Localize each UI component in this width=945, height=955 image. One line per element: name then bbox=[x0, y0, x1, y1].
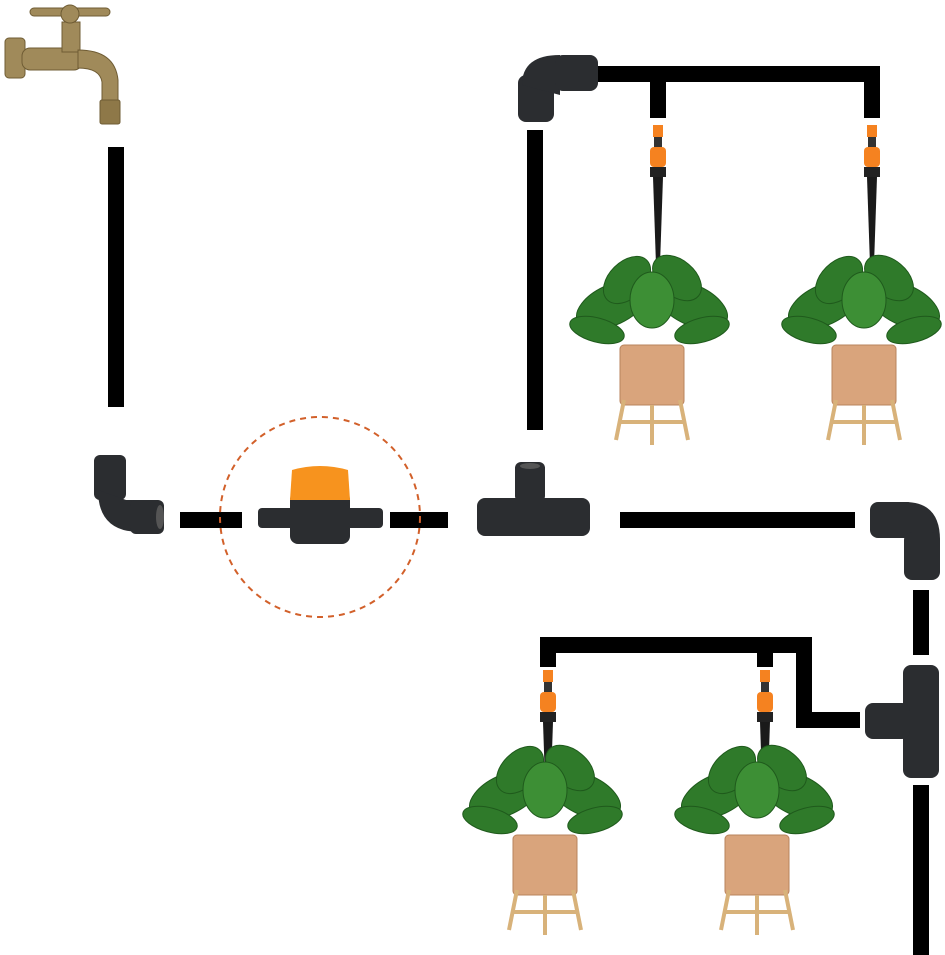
elbow-connector-icon bbox=[518, 55, 598, 122]
tube-segment bbox=[620, 512, 855, 528]
tube-segment bbox=[913, 590, 929, 655]
shutoff-valve-icon bbox=[258, 466, 383, 544]
potted-plant-icon bbox=[776, 244, 945, 447]
tube-segment bbox=[527, 130, 543, 430]
highlight-circle bbox=[219, 416, 421, 618]
tube-segment bbox=[796, 637, 812, 728]
tee-connector-icon bbox=[865, 665, 939, 778]
tube-segment bbox=[650, 66, 666, 118]
tube-segment bbox=[757, 637, 773, 667]
tube-segment bbox=[540, 637, 812, 653]
potted-plant-icon bbox=[564, 244, 737, 447]
dripper-icon bbox=[650, 125, 666, 265]
tube-segment bbox=[913, 785, 929, 955]
potted-plant-icon bbox=[457, 734, 630, 937]
tube-segment bbox=[864, 66, 880, 118]
potted-plant-icon bbox=[669, 734, 842, 937]
elbow-connector-icon bbox=[94, 455, 164, 534]
tube-segment bbox=[180, 512, 242, 528]
tube-segment bbox=[540, 637, 556, 667]
elbow-connector-icon bbox=[870, 502, 940, 580]
tube-segment bbox=[108, 147, 124, 407]
dripper-icon bbox=[864, 125, 880, 265]
faucet-icon bbox=[4, 4, 121, 125]
tube-segment bbox=[598, 66, 880, 82]
tee-connector-icon bbox=[477, 462, 590, 536]
